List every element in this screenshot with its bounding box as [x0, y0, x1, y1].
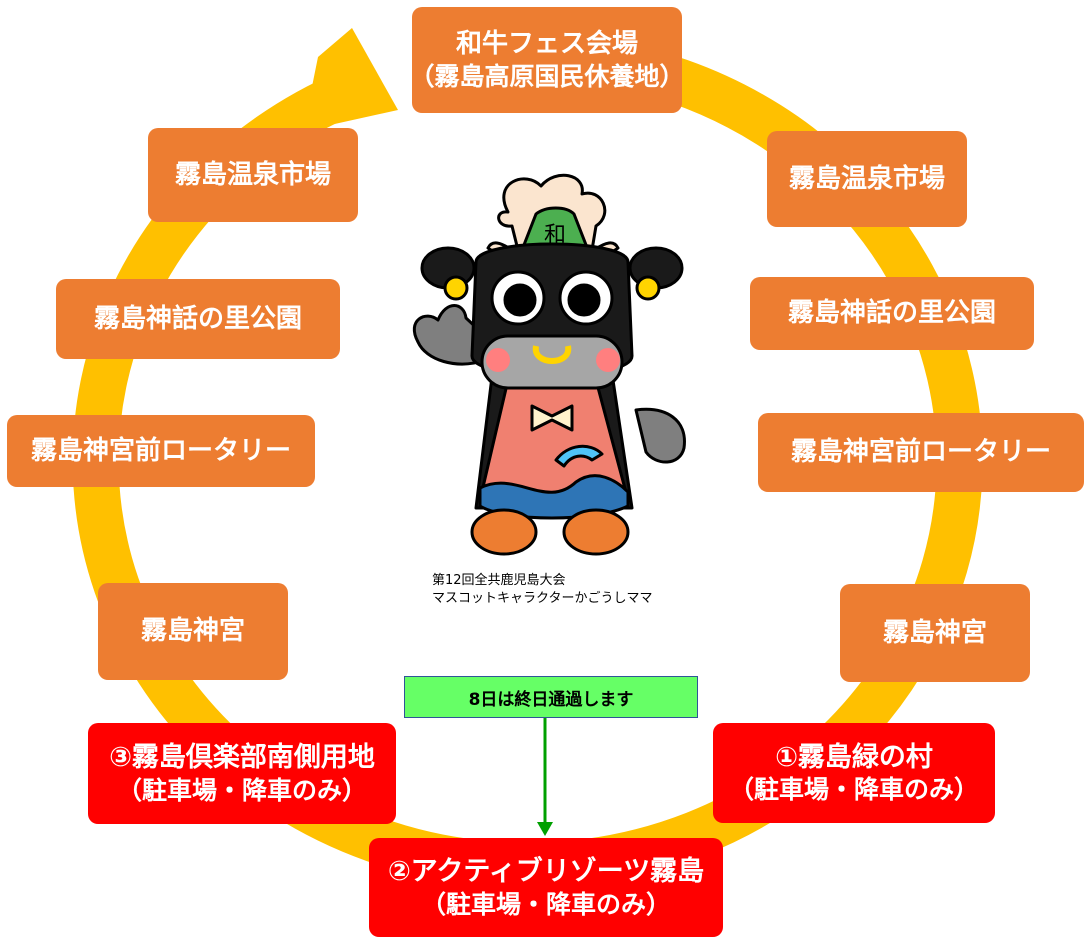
left-stop-shinwa-park: 霧島神話の里公園	[56, 279, 340, 359]
right-stop-jingu-label: 霧島神宮	[882, 617, 987, 648]
parking-1-box: ①霧島緑の村 （駐車場・降車のみ）	[713, 723, 995, 823]
right-foot	[562, 508, 630, 556]
mascot-caption-line2: マスコットキャラクターかごうしママ	[432, 591, 653, 606]
right-stop-shinwa-park-label: 霧島神話の里公園	[787, 298, 996, 329]
parking-3-name: ③霧島倶楽部南側用地	[109, 742, 375, 773]
venue-name: 和牛フェス会場	[455, 29, 638, 60]
parking-3-note: （駐車場・降車のみ）	[116, 775, 367, 805]
pass-through-notice: 8日は終日通過します	[404, 676, 698, 718]
left-stop-jingu: 霧島神宮	[98, 583, 288, 680]
hat-green-mountain	[520, 206, 590, 252]
right-stop-jingu-rotary: 霧島神宮前ロータリー	[758, 413, 1084, 492]
venue-location: （霧島高原国民休養地）	[409, 61, 685, 91]
left-foot	[470, 508, 538, 556]
left-earring	[443, 275, 469, 301]
nose-ring	[532, 345, 572, 364]
mascot-caption-line1: 第12回全共鹿児島大会	[432, 573, 566, 588]
pass-through-notice-text: 8日は終日通過します	[468, 689, 634, 710]
left-stop-jingu-label: 霧島神宮	[140, 616, 245, 647]
right-cheek	[596, 348, 620, 372]
right-stop-onsen-market-label: 霧島温泉市場	[788, 163, 945, 194]
mascot-caption: 第12回全共鹿児島大会 マスコットキャラクターかごうしママ	[432, 572, 652, 608]
apron-dolphin	[554, 444, 604, 468]
left-stop-jingu-rotary: 霧島神宮前ロータリー	[7, 415, 315, 487]
right-stop-shinwa-park: 霧島神話の里公園	[750, 277, 1034, 350]
loop-arrowhead	[303, 28, 398, 131]
mascot-kagoushi-mama: 和	[412, 173, 686, 556]
right-stop-jingu: 霧島神宮	[840, 584, 1030, 682]
parking-2-box: ②アクティブリゾーツ霧島 （駐車場・降車のみ）	[369, 838, 723, 937]
bow-tie	[530, 404, 574, 432]
parking-3-box: ③霧島倶楽部南側用地 （駐車場・降車のみ）	[88, 723, 396, 824]
left-stop-onsen-market-label: 霧島温泉市場	[174, 159, 331, 190]
right-earring	[635, 275, 661, 301]
left-stop-jingu-rotary-label: 霧島神宮前ロータリー	[30, 435, 291, 466]
apron-wave	[478, 474, 630, 520]
parking-1-name: ①霧島緑の村	[775, 741, 933, 773]
left-cheek	[486, 348, 510, 372]
right-stop-onsen-market: 霧島温泉市場	[767, 131, 967, 227]
notice-down-arrow	[537, 718, 553, 836]
right-arm	[634, 407, 686, 464]
parking-1-note: （駐車場・降車のみ）	[728, 775, 979, 805]
venue-box: 和牛フェス会場 （霧島高原国民休養地）	[409, 7, 685, 113]
left-stop-onsen-market: 霧島温泉市場	[148, 128, 358, 222]
left-stop-shinwa-park-label: 霧島神話の里公園	[93, 303, 302, 334]
hat-letter: 和	[544, 223, 566, 248]
right-stop-jingu-rotary-label: 霧島神宮前ロータリー	[790, 437, 1051, 468]
parking-2-note: （駐車場・降車のみ）	[420, 889, 671, 919]
parking-2-name: ②アクティブリゾーツ霧島	[387, 856, 705, 887]
